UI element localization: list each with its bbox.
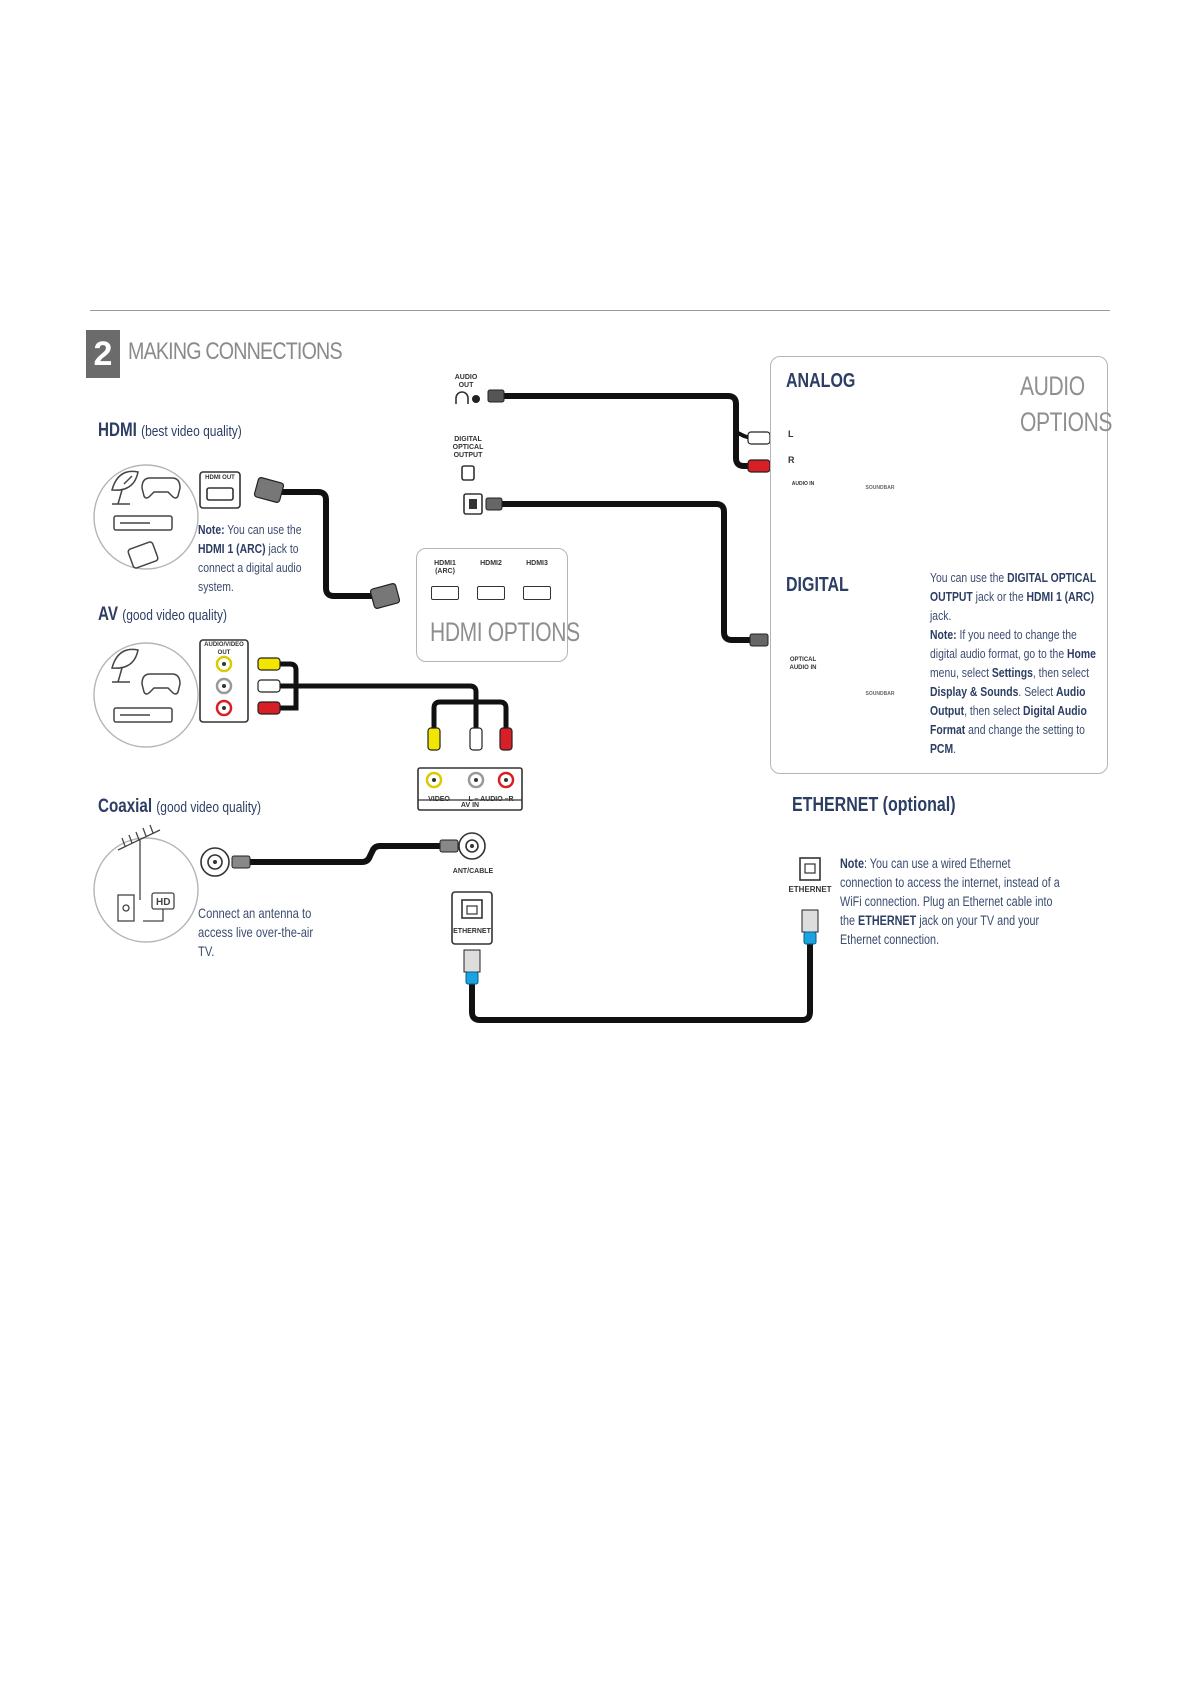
av-out-label: AUDIO/VIDEO OUT [204, 642, 244, 656]
hdmi-out-label: HDMI OUT [205, 475, 235, 481]
antenna-icon [117, 824, 161, 900]
wall-ethernet-label: ETHERNET [788, 885, 832, 894]
av-plug-yellow [257, 657, 281, 671]
tablet-icon [127, 541, 159, 569]
hdmi-devices-circle [93, 464, 199, 570]
hdmi-options-title: HDMI OPTIONS [430, 617, 580, 647]
analog-soundbar-label: SOUNDBAR [865, 485, 895, 491]
coaxial-subtitle: (good video quality) [156, 799, 262, 816]
digital-audio-note: You can use the DIGITAL OPTICAL OUTPUT j… [930, 570, 1097, 756]
hdmi-title-text: HDMI [98, 420, 137, 441]
hdmi3-port [523, 586, 551, 600]
coax-cable [231, 839, 459, 869]
wall-ethernet-port [799, 857, 821, 881]
hdmi-out-port-box [199, 471, 241, 509]
hdmi2-port [477, 586, 505, 600]
av-plug-white-tv [469, 727, 483, 751]
av-plug-red-tv [499, 727, 513, 751]
hdmi-cable [253, 477, 401, 609]
svg-text:HD: HD [156, 897, 170, 908]
audio-options-title-1: AUDIO [1020, 371, 1085, 401]
hdmi1-port [431, 586, 459, 600]
analog-title: ANALOG [786, 370, 856, 392]
coaxial-title-text: Coaxial [98, 796, 153, 817]
audio-options-panel [770, 356, 1108, 774]
headphone-jack-icon [455, 391, 469, 404]
hdmi-section-title: HDMI (best video quality) [98, 420, 242, 442]
av-plug-yellow-tv [427, 727, 441, 751]
hdmi-subtitle: (best video quality) [141, 423, 242, 440]
av-cable [280, 661, 509, 728]
av-in-label: AV IN [460, 802, 480, 809]
tv-ethernet-label: ETHERNET [453, 928, 491, 935]
av-title-text: AV [98, 604, 118, 625]
av-devices-circle [93, 642, 199, 748]
game-controller-icon [141, 477, 181, 499]
audio-options-title-2: OPTIONS [1020, 407, 1113, 437]
ethernet-cable [463, 909, 819, 1023]
ant-cable-label: ANT/CABLE [452, 868, 494, 875]
hdmi-options-panel [416, 548, 568, 662]
av-plug-red [257, 701, 281, 715]
step-number-badge: 2 [86, 330, 120, 378]
audio-out-jack [472, 395, 480, 403]
optical-output-label: DIGITAL OPTICAL OUTPUT [452, 436, 484, 459]
top-divider [90, 310, 1110, 311]
analog-audio-in-label: AUDIO IN [791, 481, 815, 487]
av-in-video-label: VIDEO [428, 796, 450, 803]
optical-cable [485, 497, 769, 647]
hdmi2-label: HDMI2 [480, 560, 502, 567]
av-in-audio-label: L – AUDIO –R [468, 796, 514, 803]
wall-plate-icon: HD [117, 892, 175, 922]
coaxial-section-title: Coaxial (good video quality) [98, 796, 261, 818]
av-plug-white [257, 679, 281, 693]
digital-title: DIGITAL [786, 574, 849, 596]
av-section-title: AV (good video quality) [98, 604, 227, 626]
hdmi-note: Note: You can use the HDMI 1 (ARC) jack … [198, 522, 302, 594]
coaxial-devices-circle [93, 837, 199, 943]
ethernet-title: ETHERNET (optional) [792, 794, 956, 816]
coaxial-note: Connect an antenna to access live over-t… [198, 905, 314, 959]
av-device-icons [111, 648, 181, 723]
ethernet-note: Note: You can use a wired Ethernet conne… [840, 856, 1060, 947]
analog-port-r: R [788, 455, 795, 465]
analog-audio-cable [487, 389, 771, 473]
optical-audio-in-label: OPTICAL AUDIO IN [789, 657, 817, 671]
satellite-dish-icon [111, 470, 139, 505]
hdmi3-label: HDMI3 [526, 560, 548, 567]
av-subtitle: (good video quality) [122, 607, 227, 624]
digital-soundbar-label: SOUNDBAR [865, 691, 895, 697]
set-top-box-icon [113, 515, 173, 531]
audio-out-label: AUDIO OUT [454, 374, 478, 389]
hdmi1-arc-label: HDMI1 (ARC) [434, 560, 456, 575]
page-title: MAKING CONNECTIONS [128, 338, 343, 365]
tv-optical-jack-small [461, 465, 475, 481]
analog-port-l: L [788, 429, 794, 439]
